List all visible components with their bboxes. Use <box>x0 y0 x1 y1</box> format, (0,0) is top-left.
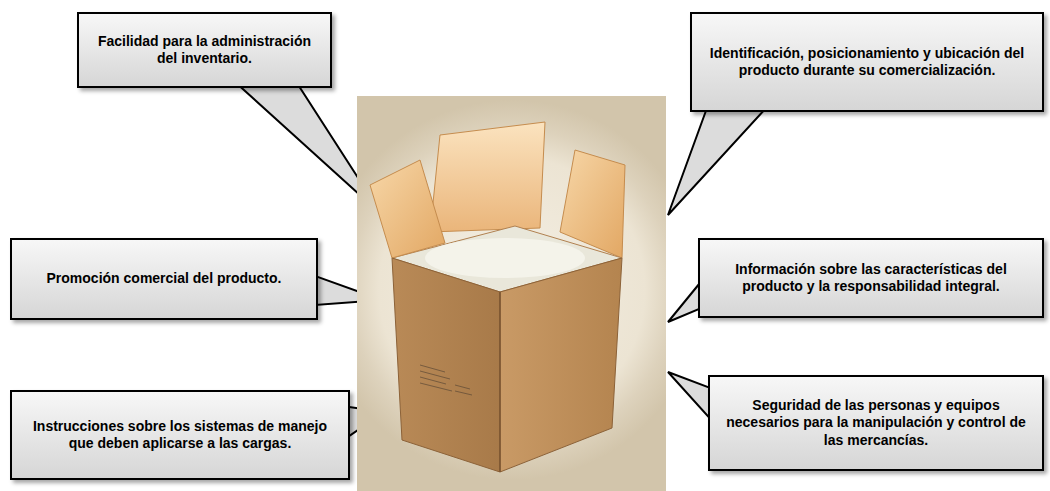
box-print <box>420 365 472 395</box>
box-edge <box>499 292 501 472</box>
callout-text: Promoción comercial del producto. <box>47 270 282 288</box>
callout-text: Seguridad de las personas y equipos nece… <box>722 397 1030 450</box>
callout-box: Seguridad de las personas y equipos nece… <box>708 375 1044 471</box>
image-ground <box>357 96 666 491</box>
box-face <box>500 258 622 472</box>
callout-text: Instrucciones sobre los sistemas de mane… <box>24 418 336 453</box>
callout-text: Facilidad para la administración del inv… <box>91 33 318 68</box>
callout-box: Identificación, posicionamiento y ubicac… <box>690 12 1044 112</box>
box-flap <box>560 150 625 258</box>
callout-text: Identificación, posicionamiento y ubicac… <box>704 45 1030 80</box>
box-flap <box>370 160 445 258</box>
plastic-bag <box>425 238 585 278</box>
callout-box: Instrucciones sobre los sistemas de mane… <box>10 390 350 480</box>
box-flap <box>430 122 545 232</box>
callout-text: Información sobre las características de… <box>712 261 1030 296</box>
callout-box: Información sobre las características de… <box>698 238 1044 318</box>
callout-tail <box>668 106 768 215</box>
callout-box: Facilidad para la administración del inv… <box>77 12 332 88</box>
callout-box: Promoción comercial del producto. <box>10 238 318 320</box>
box-face <box>392 258 500 472</box>
